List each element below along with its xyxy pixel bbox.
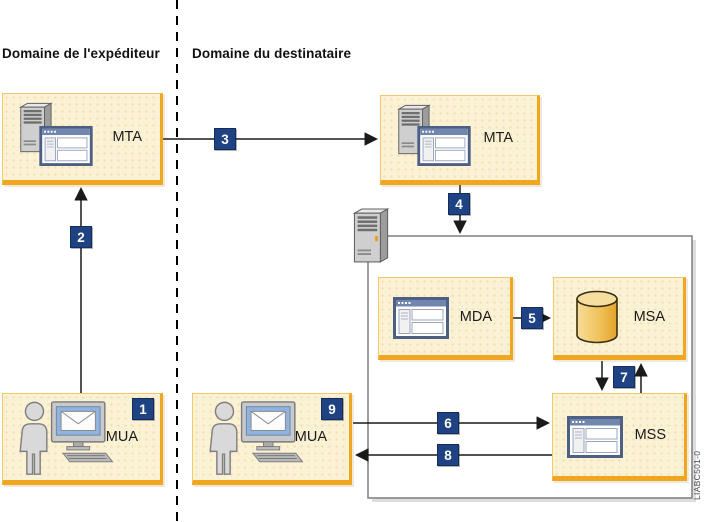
mta-sender-label: MTA: [112, 129, 142, 145]
recipient-domain-title: Domaine du destinataire: [192, 46, 352, 61]
application-window-icon: [417, 126, 471, 166]
mta-recipient-label: MTA: [483, 130, 513, 146]
step-badge-8: 8: [437, 444, 459, 466]
application-window-icon: [39, 126, 93, 166]
database-cylinder-icon: [574, 290, 620, 344]
application-window-icon: [393, 297, 449, 339]
mua-recipient-label: MUA: [294, 429, 327, 445]
step-badge-7: 7: [613, 366, 635, 388]
mda-label: MDA: [459, 308, 492, 325]
mta-recipient-box: MTA: [380, 95, 540, 185]
user-at-computer-icon: [201, 400, 305, 478]
step-badge-1: 1: [132, 398, 154, 420]
msa-label: MSA: [633, 308, 665, 325]
step-badge-5: 5: [521, 307, 543, 329]
mua-sender-label: MUA: [105, 429, 138, 445]
step-badge-3: 3: [214, 128, 236, 150]
sender-domain-title: Domaine de l'expéditeur: [2, 46, 160, 61]
mua-sender-box: 1 MUA: [2, 393, 163, 485]
mua-recipient-box: 9 MUA: [192, 393, 352, 485]
step-badge-9: 9: [321, 398, 343, 420]
mss-box: MSS: [552, 393, 687, 481]
mss-label: MSS: [634, 427, 666, 443]
server-tower-icon: [350, 208, 390, 264]
figure-code: LIABC501-0: [692, 450, 702, 500]
step-badge-6: 6: [437, 412, 459, 434]
application-window-icon: [567, 416, 623, 458]
mta-sender-box: MTA: [2, 93, 163, 185]
msa-box: MSA: [553, 277, 686, 360]
step-badge-2: 2: [70, 226, 92, 248]
step-badge-4: 4: [448, 193, 470, 215]
mda-box: MDA: [378, 277, 513, 360]
user-at-computer-icon: [11, 400, 115, 478]
